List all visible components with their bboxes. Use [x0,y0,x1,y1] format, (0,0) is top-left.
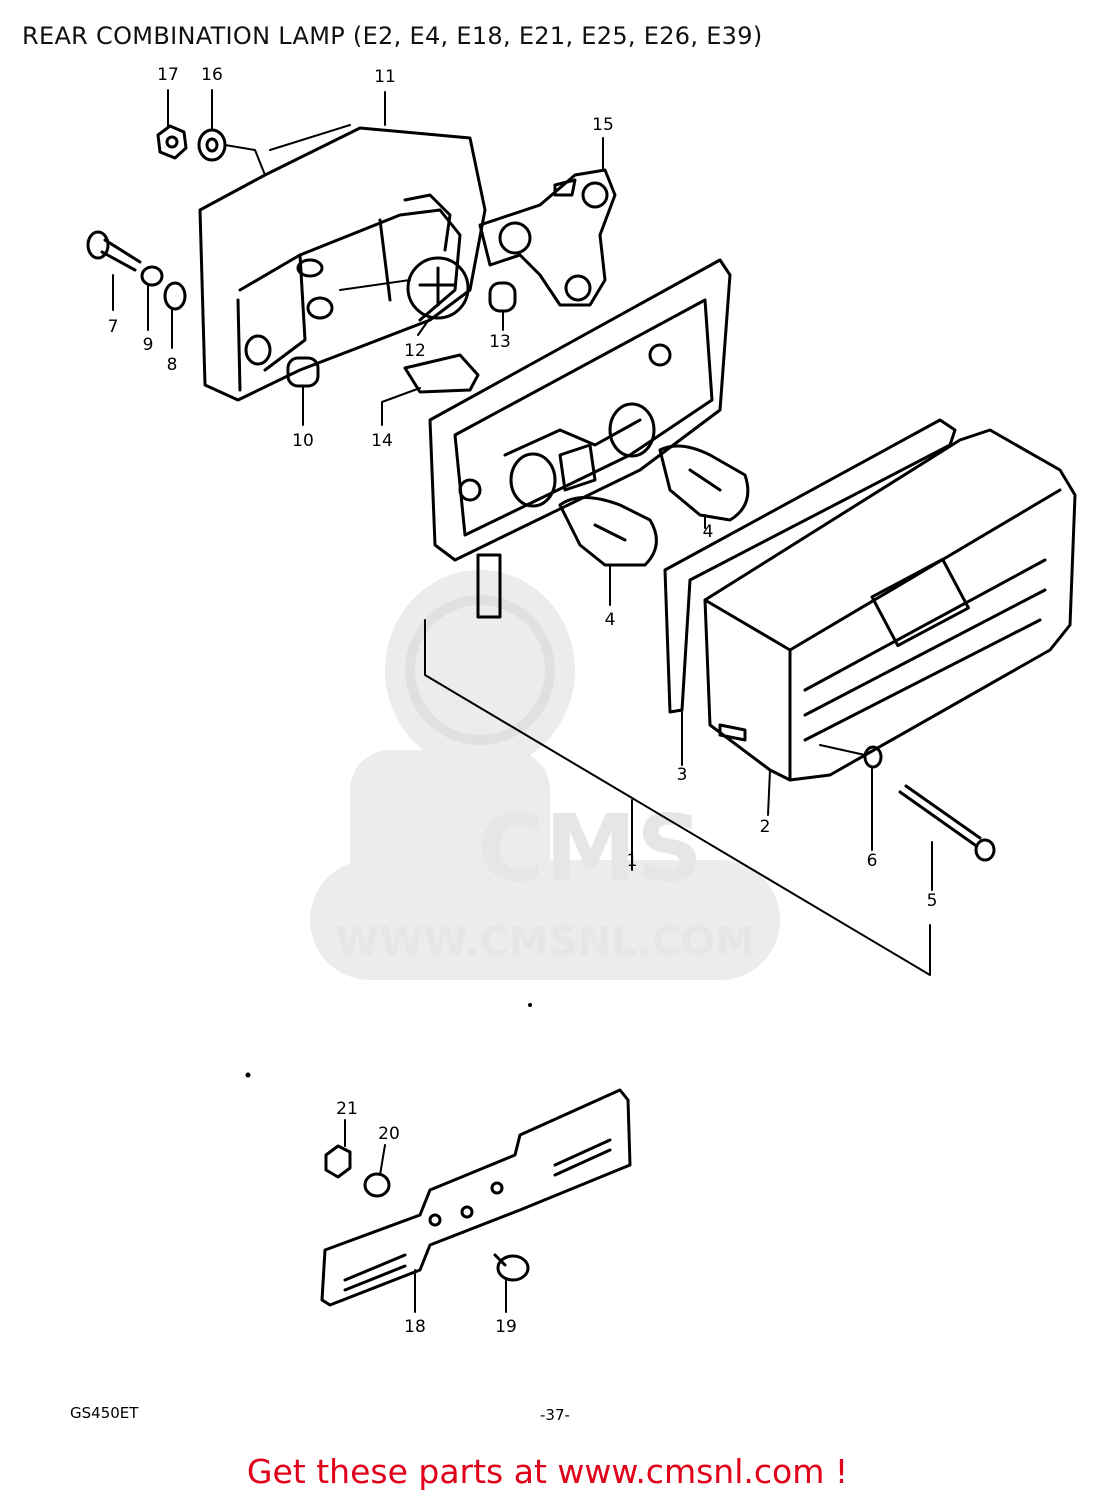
lens-washer-part [863,745,883,769]
get-parts-link[interactable]: Get these parts at www.cmsnl.com ! [246,1452,849,1491]
lamp-lens-part [703,428,1077,782]
label-10: 10 [292,431,314,451]
bracket-bolt-part [493,1253,530,1282]
mounting-bracket-part [478,168,617,307]
label-4a: 4 [605,610,616,630]
spring-washer-part [140,265,164,287]
label-7: 7 [108,317,119,337]
label-16: 16 [201,65,223,85]
label-2: 2 [760,817,771,837]
nut-part [156,124,188,160]
label-12: 12 [404,341,426,361]
label-20: 20 [378,1124,400,1144]
label-13: 13 [489,332,511,352]
lens-screw-part [898,784,996,862]
license-plate-bracket-part [320,1088,632,1307]
diagram-title: REAR COMBINATION LAMP (E2, E4, E18, E21,… [22,22,763,50]
screw-part [86,230,142,272]
label-1: 1 [627,851,638,871]
cmsnl-watermark: CMS WWW.CMSNL.COM [310,570,780,980]
watermark-logo: CMS [477,795,702,902]
label-15: 15 [592,115,614,135]
label-6: 6 [867,851,878,871]
assembly-bracket-line [424,619,931,976]
label-3: 3 [677,765,688,785]
base-plate-part [428,258,732,619]
label-8: 8 [167,355,178,375]
bracket-nut-part [324,1144,352,1179]
watermark-url: WWW.CMSNL.COM [335,919,755,965]
bulb-part [658,444,750,522]
washer-part [197,128,227,162]
label-4b: 4 [703,522,714,542]
bulb-part [558,496,658,567]
model-code: GS450ET [70,1404,139,1422]
bracket-washer-part [363,1172,391,1198]
grommet-part [488,281,517,313]
label-9: 9 [143,335,154,355]
lens-gasket-part [663,418,957,714]
label-18: 18 [404,1317,426,1337]
label-5: 5 [927,891,938,911]
label-11: 11 [374,67,396,87]
label-14: 14 [371,431,393,451]
label-21: 21 [336,1099,358,1119]
bulb-socket-part [339,256,470,320]
lamp-housing-part [198,124,487,402]
page-number: -37- [540,1406,570,1424]
label-17: 17 [157,65,179,85]
label-19: 19 [495,1317,517,1337]
plain-washer-part [163,281,187,311]
